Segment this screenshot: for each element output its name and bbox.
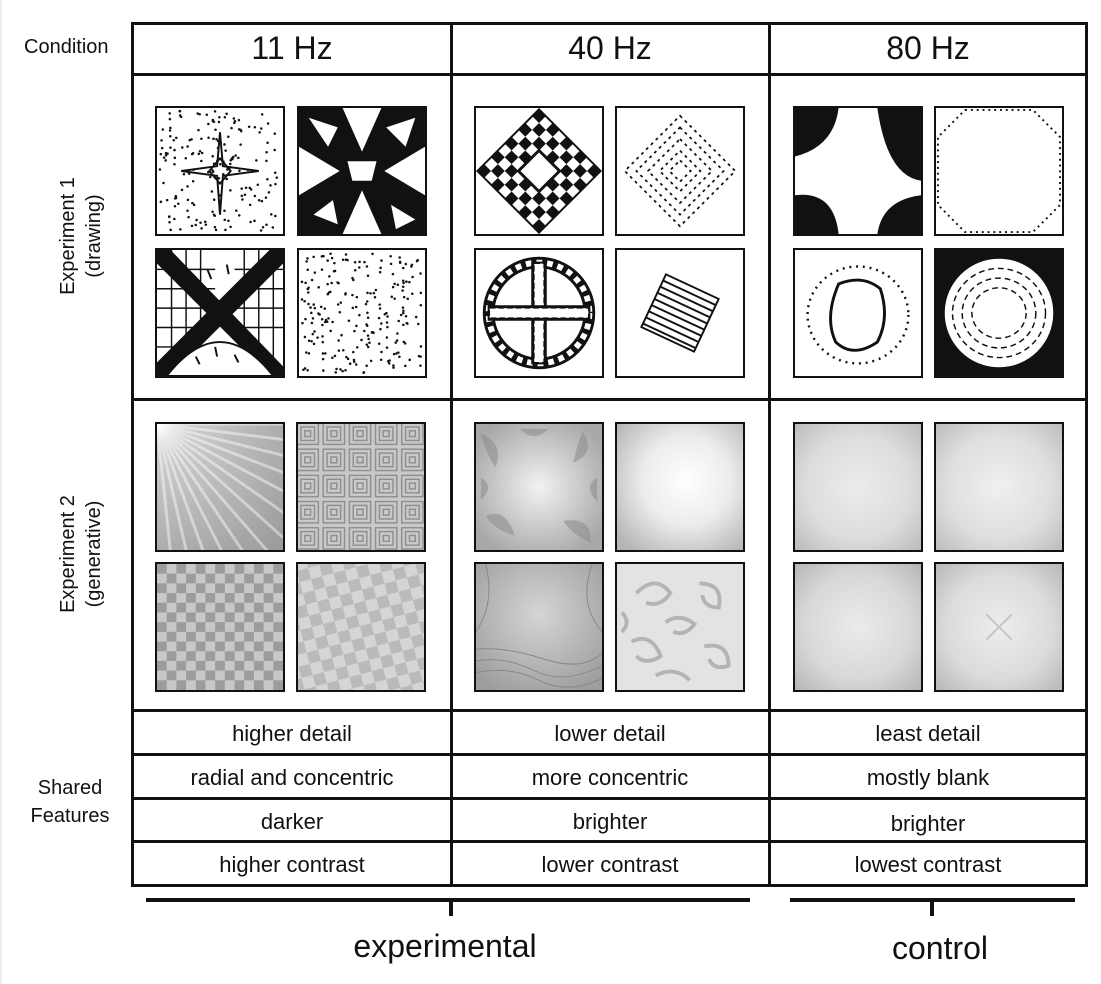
generative-80hz-blank-2 [934,422,1064,552]
grid-left [131,22,134,887]
generative-80hz-blank-3 [793,562,923,692]
generative-40hz-bright-glow [615,422,745,552]
experimental-bracket-tick [449,900,453,916]
drawing-40hz-dashed-diamonds [615,106,745,236]
generative-11hz-checkerboard [155,562,285,692]
drawing-80hz-dotted-diamond [934,106,1064,236]
condition-label: Condition [24,36,109,58]
condition-11hz: 11 Hz [251,30,333,66]
feature-detail-40hz: lower detail [554,721,666,746]
generative-40hz-swirl-bright-center [474,422,604,552]
drawing-40hz-striped-diamond [615,248,745,378]
drawing-80hz-frame-scribble [934,248,1064,378]
grid-header-bottom [132,73,1088,76]
generative-80hz-faint-x [934,562,1064,692]
feature-brightness-40hz: brighter [572,809,648,834]
drawing-40hz-wheel [474,248,604,378]
drawing-11hz-scattered-dots [297,248,427,378]
feature-brightness-11hz: darker [260,809,324,834]
experiment1-label: Experiment 1 (drawing) [55,86,107,386]
control-bracket-tick [930,900,934,916]
generative-40hz-wavy-lines [474,562,604,692]
generative-40hz-swirl-pattern [615,562,745,692]
condition-80hz: 80 Hz [886,30,970,66]
drawing-11hz-dark-x [297,106,427,236]
grid-feat3-bottom [132,840,1088,843]
grid-right [1085,22,1088,887]
experimental-group-label: experimental [353,928,537,964]
shared-features-label-line1: Shared [37,777,103,799]
grid-bottom [132,884,1088,887]
shared-features-label-line2: Features [30,805,110,827]
generative-11hz-radial-rays [155,422,285,552]
experiment2-label-line1: Experiment 2 [57,495,79,613]
drawing-11hz-dots-star [155,106,285,236]
drawing-80hz-black-corners [793,106,923,236]
grid-exp1-bottom [132,398,1088,401]
feature-detail-80hz: least detail [875,721,981,746]
drawing-40hz-checker-diamond [474,106,604,236]
grid-exp2-bottom [132,709,1088,712]
grid-col1-right [450,22,453,887]
feature-contrast-80hz: lowest contrast [854,852,1002,877]
experiment1-label-line2: (drawing) [83,194,105,278]
feature-shape-40hz: more concentric [531,765,689,790]
experimental-bracket [146,898,750,902]
generative-11hz-concentric-squares [296,422,426,552]
feature-contrast-11hz: higher contrast [219,852,365,877]
drawing-11hz-crosshatch-x [155,248,285,378]
feature-shape-80hz: mostly blank [866,765,990,790]
page-edge [0,0,2,984]
control-group-label: control [891,930,989,966]
feature-contrast-40hz: lower contrast [541,852,679,877]
grid-col2-right [768,22,771,887]
experiment2-label: Experiment 2 (generative) [55,404,107,704]
generative-80hz-blank-1 [793,422,923,552]
grid-top [132,22,1088,25]
shared-features-label: Shared Features [20,774,120,830]
experiment2-label-line2: (generative) [83,500,105,608]
feature-shape-11hz: radial and concentric [190,765,394,790]
experiment1-label-line1: Experiment 1 [57,177,79,295]
grid-feat2-bottom [132,797,1088,800]
condition-40hz: 40 Hz [568,30,652,66]
drawing-80hz-oval [793,248,923,378]
feature-detail-11hz: higher detail [232,721,352,746]
generative-11hz-warped-checker [296,562,426,692]
feature-brightness-80hz: brighter [890,811,966,836]
grid-feat1-bottom [132,753,1088,756]
